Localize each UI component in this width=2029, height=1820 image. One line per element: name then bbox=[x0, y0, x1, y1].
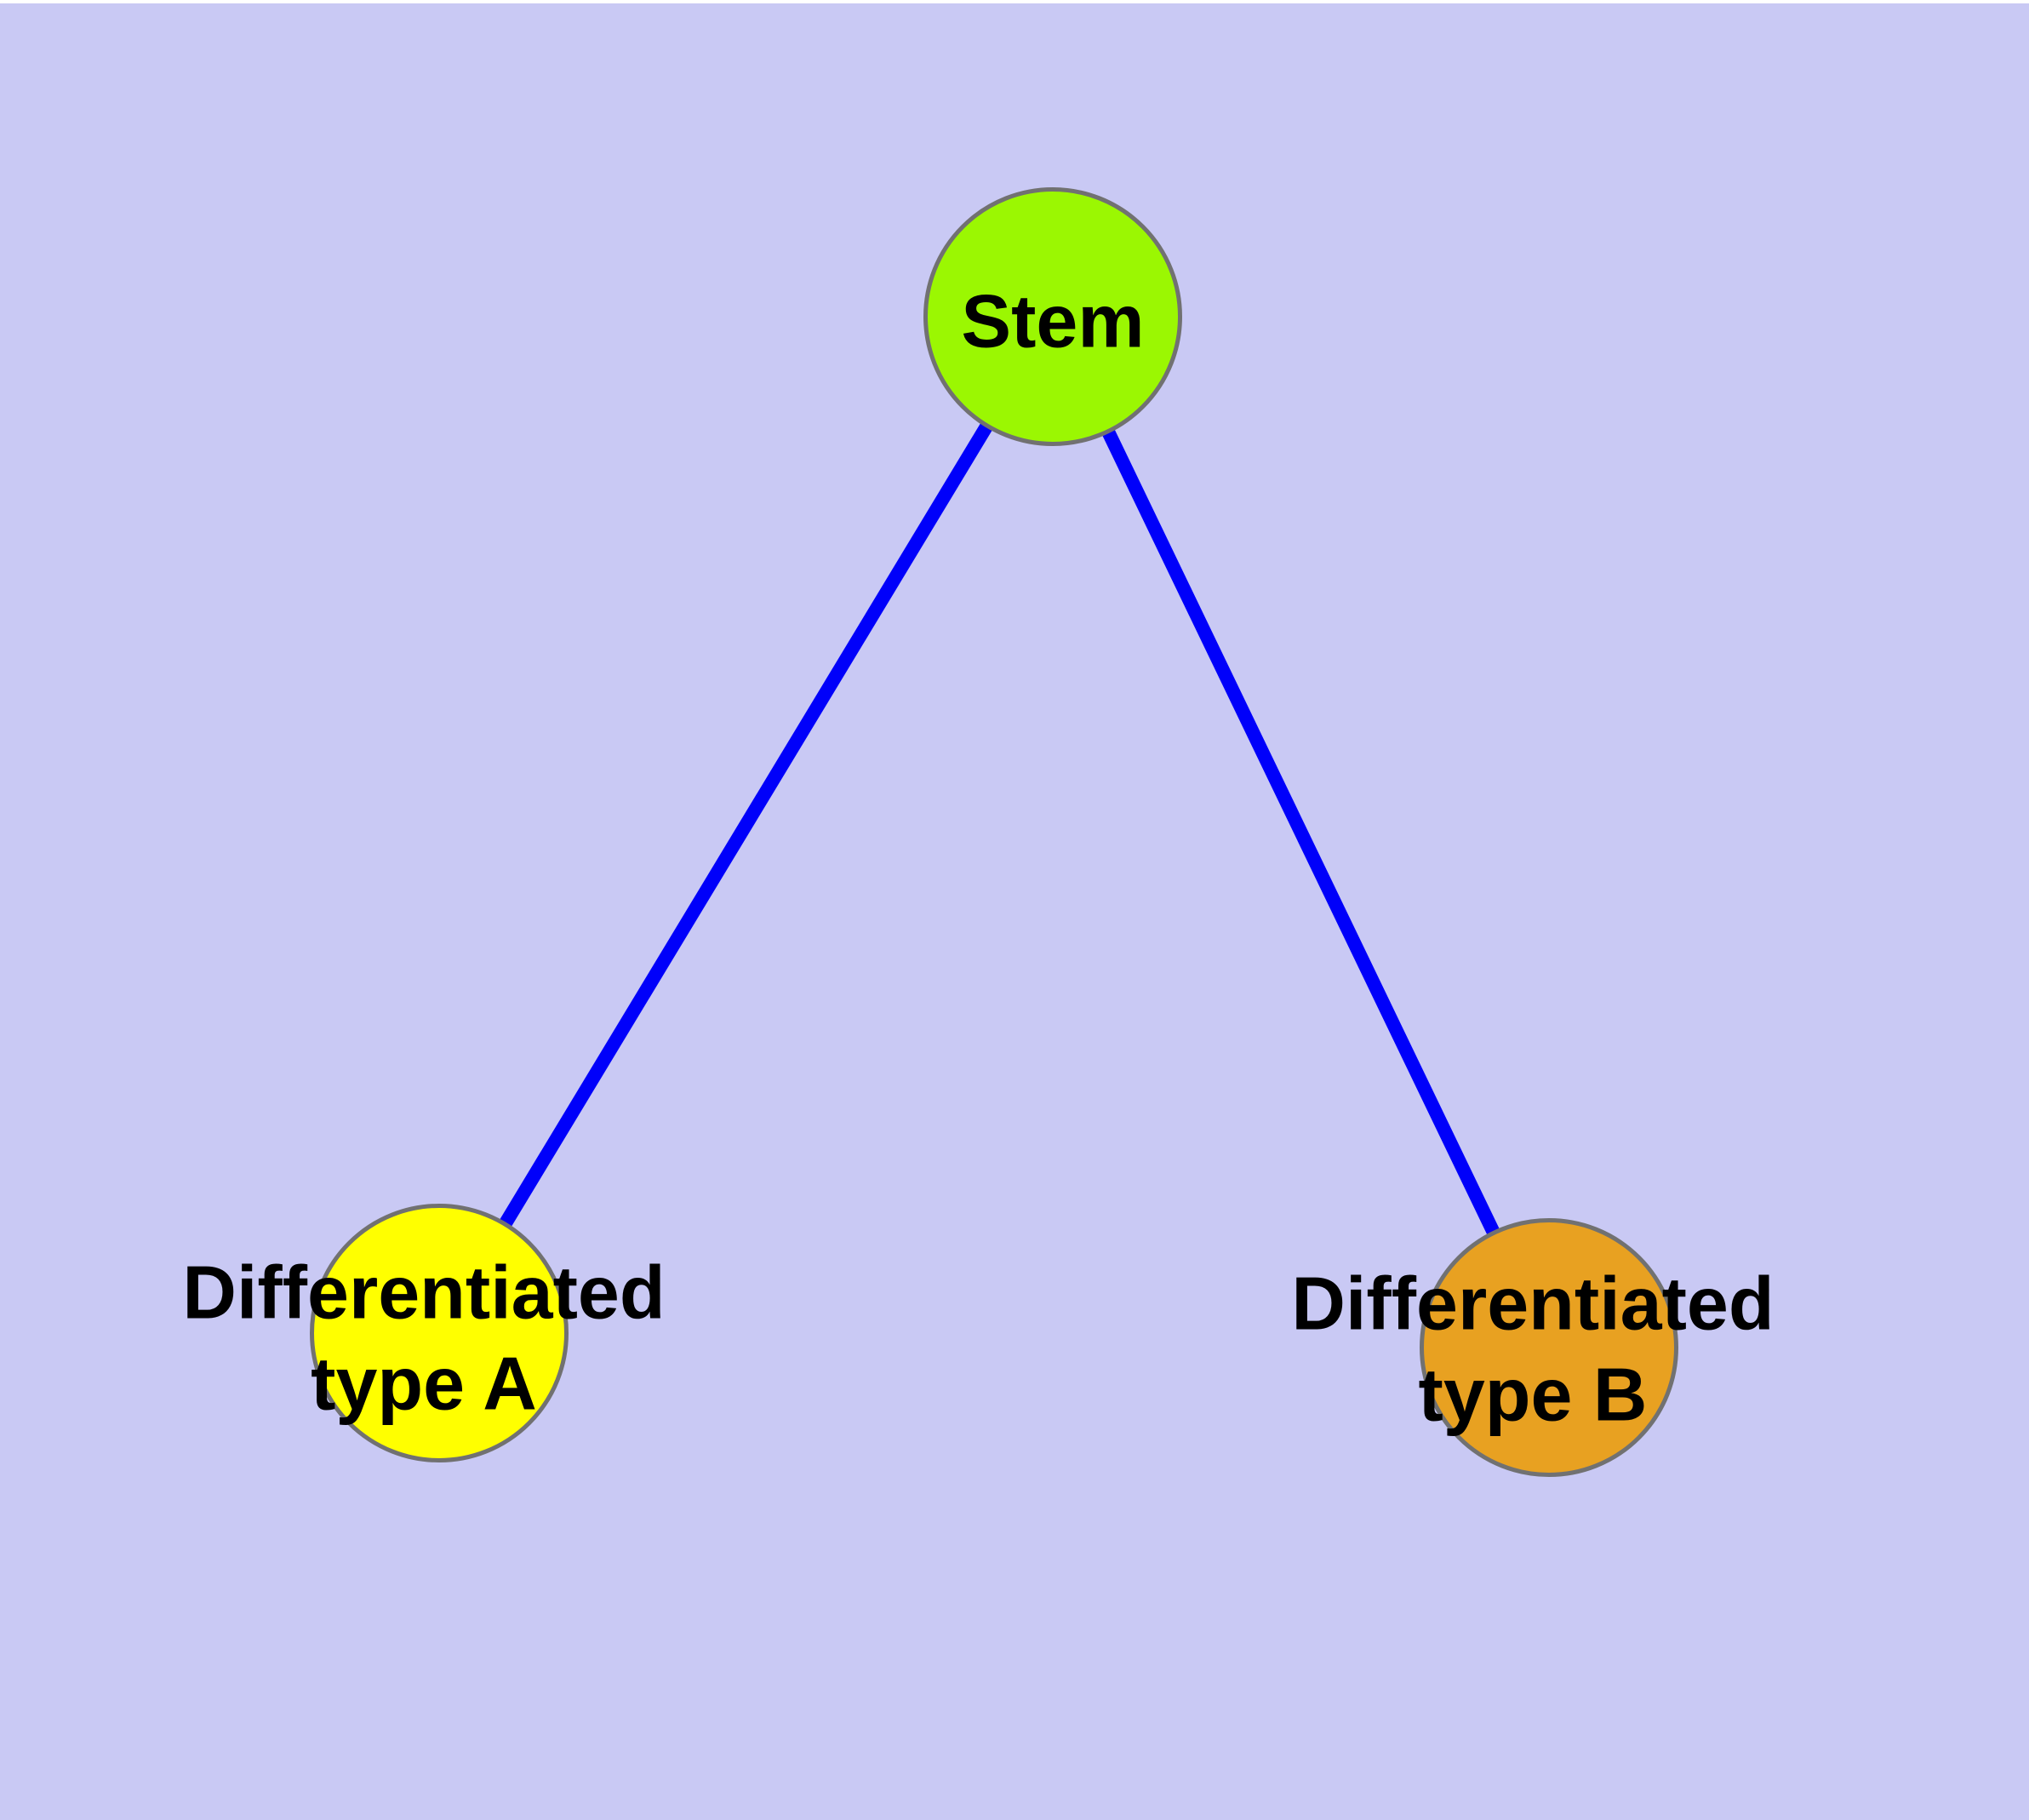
edges-layer bbox=[433, 312, 1556, 1351]
node-label-differentiated-type-b: Differentiated type B bbox=[1291, 1261, 1775, 1437]
node-differentiated-type-a bbox=[310, 1204, 569, 1462]
node-label-stem: Stem bbox=[961, 278, 1145, 363]
edge-stem-to-type-a bbox=[433, 312, 1059, 1337]
node-label-differentiated-type-a: Differentiated type A bbox=[182, 1250, 666, 1426]
edge-stem-to-type-b bbox=[1046, 313, 1556, 1351]
node-stem bbox=[923, 187, 1182, 446]
node-differentiated-type-b bbox=[1420, 1218, 1678, 1477]
graph-canvas: Stem Differentiated type A Differentiate… bbox=[0, 3, 2029, 1820]
